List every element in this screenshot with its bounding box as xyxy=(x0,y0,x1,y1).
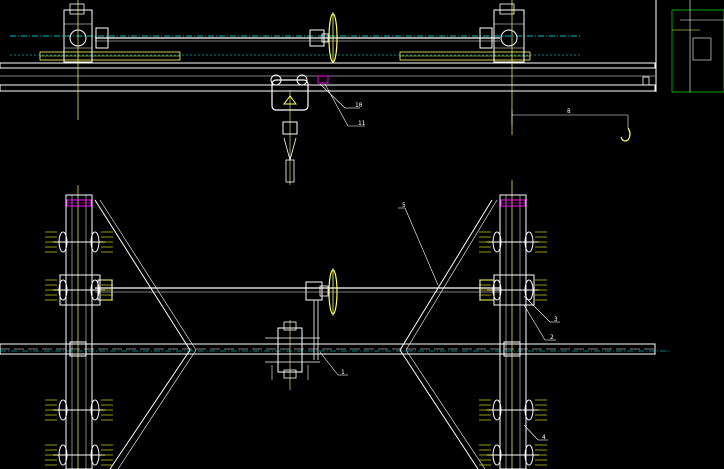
plan-main-rail xyxy=(0,343,656,355)
wheel-cluster xyxy=(45,279,113,301)
callout-top-b: 11 xyxy=(358,120,366,127)
wheel-cluster xyxy=(45,399,113,421)
right-detail-view xyxy=(655,0,724,93)
top-callouts: 10 11 8 xyxy=(319,83,631,142)
wheel-cluster xyxy=(479,399,547,421)
plan-right-end-carriage xyxy=(479,180,535,469)
plan-handwheel xyxy=(305,268,338,360)
top-left-wheel-assembly xyxy=(39,0,181,120)
plan-wheels xyxy=(45,231,547,466)
callout-center: 1 xyxy=(341,369,345,376)
plan-trolley xyxy=(265,320,320,390)
hook-icon xyxy=(620,127,631,142)
top-handwheel xyxy=(309,12,338,63)
callout-right-a: 3 xyxy=(554,316,558,323)
callout-right-b: 2 xyxy=(550,334,554,341)
callout-top-a: 10 xyxy=(355,102,363,109)
callout-bottom-right: 4 xyxy=(542,434,546,441)
chain-hoist xyxy=(270,74,329,185)
wheel-cluster xyxy=(479,444,547,466)
callout-mid-leader: 5 xyxy=(402,202,406,209)
plan-callouts: 5 3 2 1 4 xyxy=(319,202,560,441)
wheel-cluster xyxy=(479,279,547,301)
callout-top-dim: 8 xyxy=(567,108,571,115)
bottom-plan-view: 5 3 2 1 4 xyxy=(0,180,670,469)
top-elevation-view: 10 11 8 xyxy=(0,0,724,185)
plan-left-end-carriage xyxy=(59,185,113,469)
top-main-beam xyxy=(0,62,656,69)
wheel-cluster xyxy=(45,231,113,253)
wheel-cluster xyxy=(45,444,113,466)
wheel-cluster xyxy=(479,231,547,253)
